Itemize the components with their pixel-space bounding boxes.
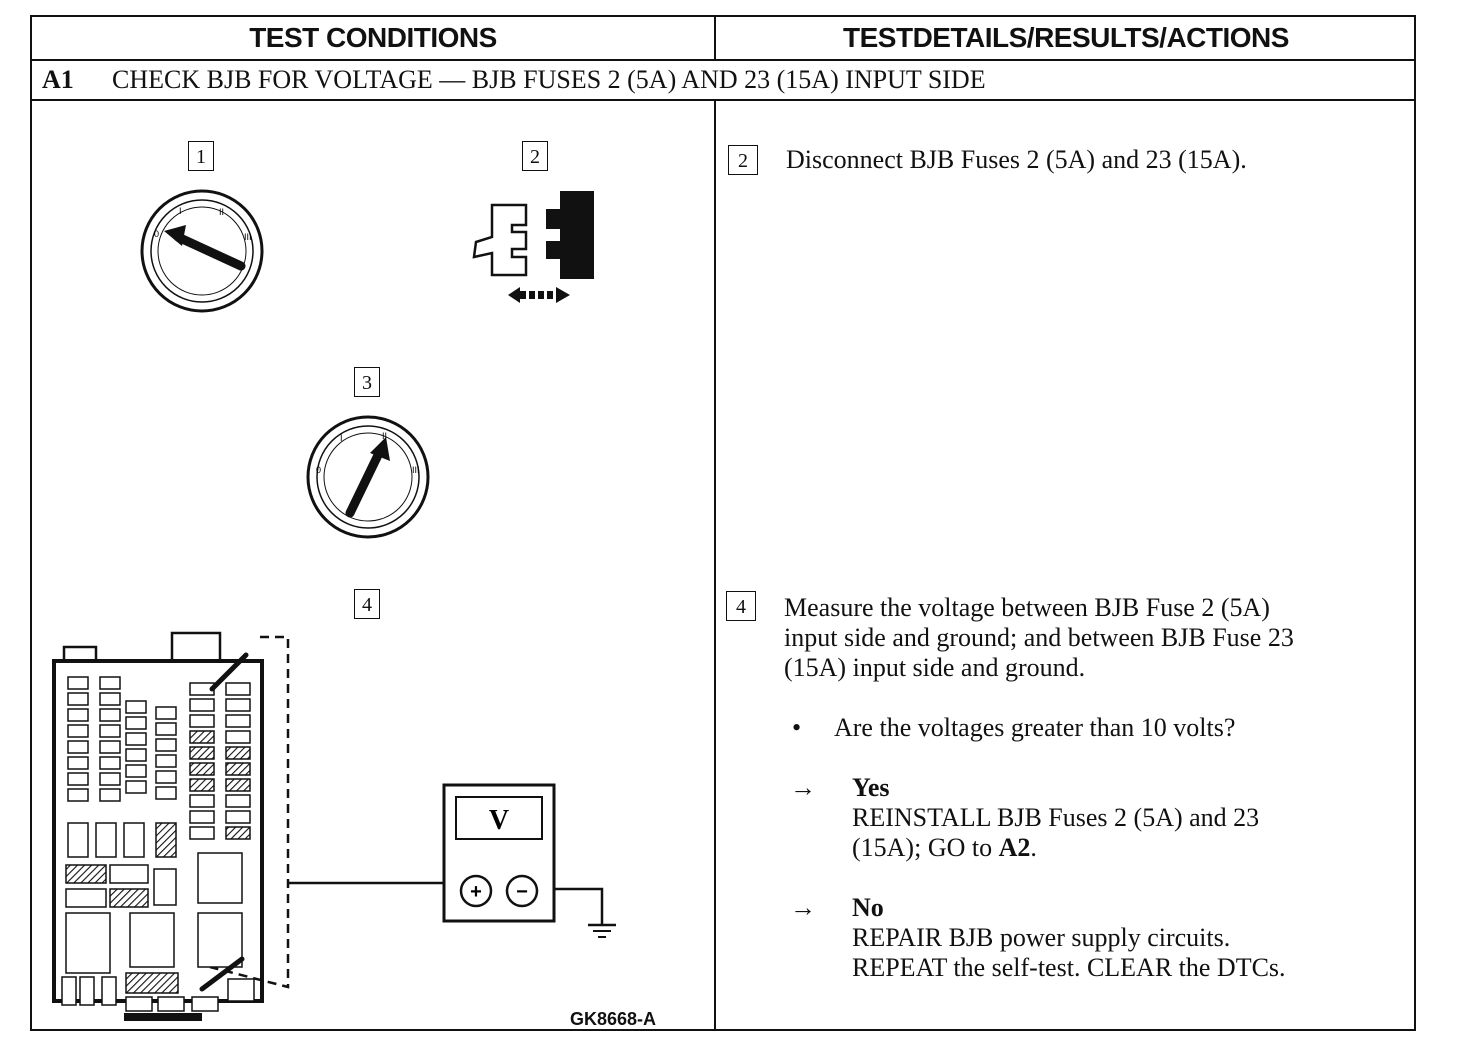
step4-line-1: Measure the voltage between BJB Fuse 2 (… — [784, 593, 1270, 622]
plus-terminal: + — [470, 881, 482, 903]
yes-result: Yes REINSTALL BJB Fuses 2 (5A) and 23 (1… — [852, 773, 1259, 863]
step4-line-2: input side and ground; and between BJB F… — [784, 623, 1294, 652]
ignition-switch-run-icon: 0 I II III — [306, 415, 430, 539]
step2-marker-box: 2 — [728, 145, 758, 175]
step-title: CHECK BJB FOR VOLTAGE — BJB FUSES 2 (5A)… — [112, 65, 986, 94]
switch-mark-start: III — [244, 232, 252, 242]
yes-line-2-period: . — [1030, 833, 1037, 862]
test-details-header: TESTDETAILS/RESULTS/ACTIONS — [716, 17, 1416, 61]
yes-arrow: → — [790, 773, 816, 802]
switch-mark-acc: I — [179, 206, 182, 216]
yes-line-1: REINSTALL BJB Fuses 2 (5A) and 23 — [852, 803, 1260, 832]
question-bullet: • — [792, 713, 802, 742]
yes-label: Yes — [852, 773, 890, 802]
voltmeter-label: V — [489, 805, 509, 836]
switch-mark-off: 0 — [154, 229, 159, 239]
marker-3-box: 3 — [354, 367, 380, 397]
step2-instruction: Disconnect BJB Fuses 2 (5A) and 23 (15A)… — [786, 145, 1247, 174]
yes-line-2: (15A); GO to A2. — [852, 833, 1259, 863]
switch-mark-acc: I — [340, 433, 343, 443]
switch-mark-off: 0 — [316, 465, 321, 475]
connector-disconnect-icon — [472, 191, 594, 303]
step4-line-3: (15A) input side and ground. — [784, 653, 1086, 682]
test-procedure-sheet: TEST CONDITIONS TESTDETAILS/RESULTS/ACTI… — [30, 15, 1416, 1031]
minus-terminal: − — [516, 881, 528, 903]
figure-id: GK8668-A — [570, 1009, 657, 1029]
ignition-switch-off-icon: 0 I II III — [140, 189, 264, 313]
no-line-1: REPAIR BJB power supply circuits. — [852, 923, 1231, 952]
step-number: A1 — [42, 65, 74, 94]
step4-marker-box: 4 — [726, 591, 756, 621]
switch-mark-run: II — [219, 207, 224, 217]
step4-instruction: Measure the voltage between BJB Fuse 2 (… — [784, 593, 1294, 683]
goto-step-link[interactable]: A2 — [998, 833, 1031, 862]
no-arrow: → — [790, 893, 816, 922]
switch-mark-run: II — [382, 431, 387, 441]
question-text: Are the voltages greater than 10 volts? — [834, 713, 1236, 742]
bjb-voltmeter-diagram: V + − — [52, 631, 616, 1021]
marker-1-box: 1 — [188, 141, 214, 171]
test-conditions-header: TEST CONDITIONS — [32, 17, 716, 61]
marker-2-box: 2 — [522, 141, 548, 171]
switch-mark-start: III — [412, 465, 420, 475]
column-divider — [714, 101, 716, 1031]
no-result: No REPAIR BJB power supply circuits. REP… — [852, 893, 1286, 983]
no-label: No — [852, 893, 884, 922]
no-line-2: REPEAT the self-test. CLEAR the DTCs. — [852, 953, 1286, 982]
marker-4-box: 4 — [354, 589, 380, 619]
yes-line-2-text: (15A); GO to — [852, 833, 999, 862]
step-title-row: A1 CHECK BJB FOR VOLTAGE — BJB FUSES 2 (… — [32, 61, 1414, 101]
